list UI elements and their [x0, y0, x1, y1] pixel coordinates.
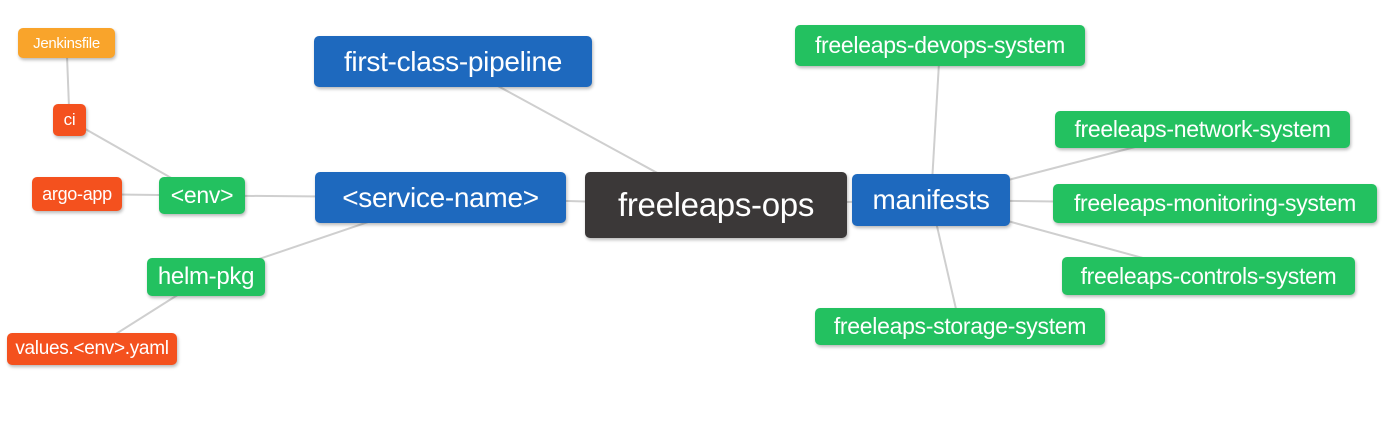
node-manifests[interactable]: manifests	[852, 174, 1010, 226]
node-first-class-pipeline[interactable]: first-class-pipeline	[314, 36, 592, 87]
node-jenkinsfile[interactable]: Jenkinsfile	[18, 28, 115, 58]
node-helm-pkg[interactable]: helm-pkg	[147, 258, 265, 296]
node-service-name[interactable]: <service-name>	[315, 172, 566, 223]
node-ci[interactable]: ci	[53, 104, 86, 136]
node-freeleaps-devops-system[interactable]: freeleaps-devops-system	[795, 25, 1085, 66]
node-argo-app[interactable]: argo-app	[32, 177, 122, 211]
node-freeleaps-network-system[interactable]: freeleaps-network-system	[1055, 111, 1350, 148]
node-freeleaps-controls-system[interactable]: freeleaps-controls-system	[1062, 257, 1355, 295]
node-freeleaps-monitoring-system[interactable]: freeleaps-monitoring-system	[1053, 184, 1377, 223]
node-values-env-yaml[interactable]: values.<env>.yaml	[7, 333, 177, 365]
node-freeleaps-ops[interactable]: freeleaps-ops	[585, 172, 847, 238]
node-freeleaps-storage-system[interactable]: freeleaps-storage-system	[815, 308, 1105, 345]
node-env[interactable]: <env>	[159, 177, 245, 214]
